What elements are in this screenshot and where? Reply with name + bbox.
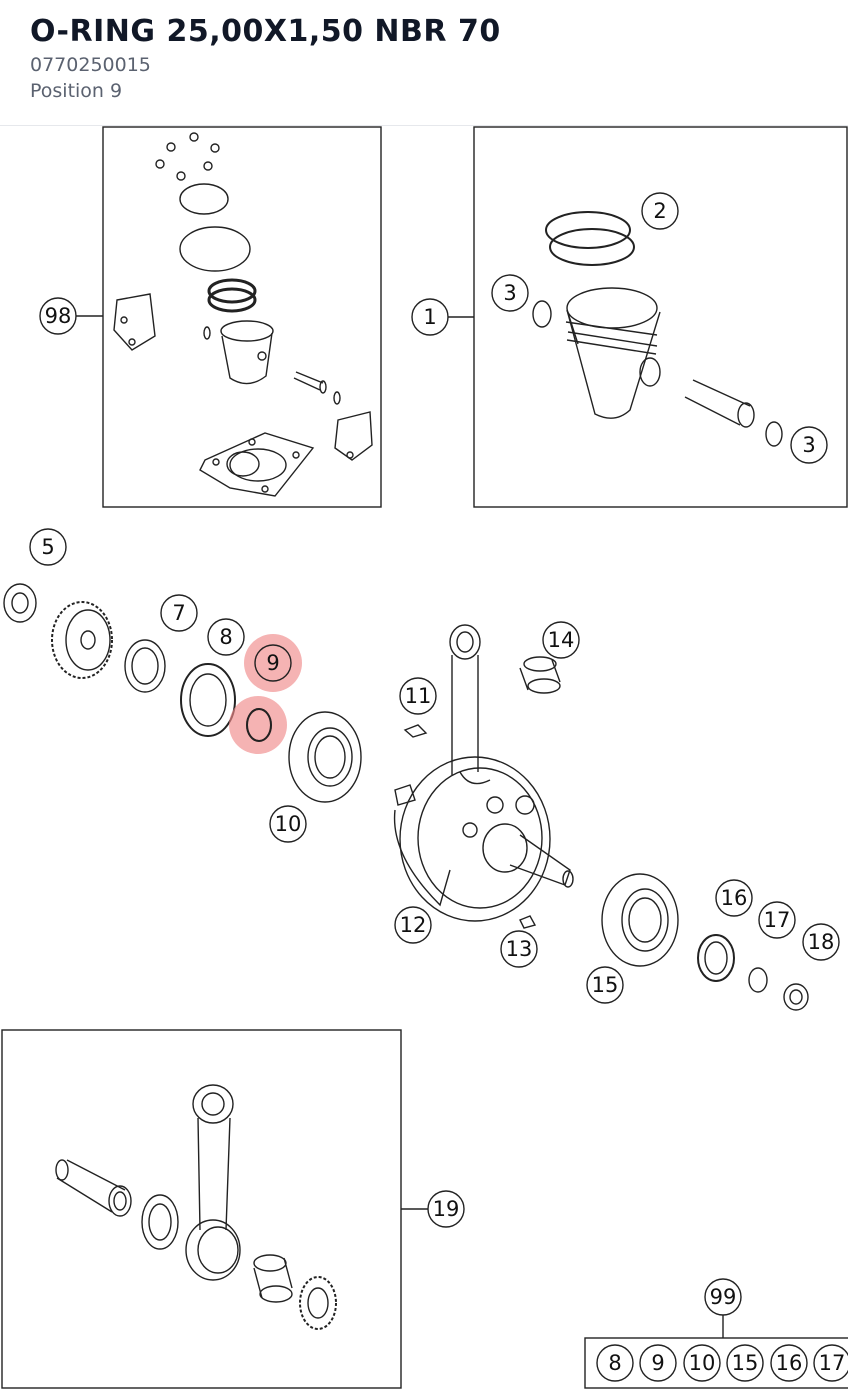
callout-15[interactable]: 15 <box>586 966 624 1004</box>
callout-5[interactable]: 5 <box>29 528 67 566</box>
part-title: O-RING 25,00X1,50 NBR 70 <box>30 14 501 49</box>
svg-text:3: 3 <box>802 433 815 457</box>
crank-right-parts <box>519 656 809 1011</box>
svg-text:9: 9 <box>266 651 279 675</box>
callout-8[interactable]: 8 <box>207 618 245 656</box>
conrod-kit-frame <box>1 1029 402 1389</box>
part-header: O-RING 25,00X1,50 NBR 70 0770250015 Posi… <box>0 0 848 126</box>
kit-99-frame <box>584 1337 848 1389</box>
svg-text:17: 17 <box>819 1351 846 1375</box>
callout-98[interactable]: 98 <box>39 297 77 335</box>
svg-text:19: 19 <box>433 1197 460 1221</box>
svg-text:10: 10 <box>689 1351 716 1375</box>
svg-text:5: 5 <box>41 535 54 559</box>
callout-18[interactable]: 18 <box>802 923 840 961</box>
part-position: Position 9 <box>30 80 123 102</box>
callout-7[interactable]: 7 <box>160 594 198 632</box>
crank-left-parts <box>3 583 428 803</box>
svg-text:16: 16 <box>776 1351 803 1375</box>
svg-text:1: 1 <box>423 305 436 329</box>
callout-14[interactable]: 14 <box>542 621 580 659</box>
svg-text:15: 15 <box>592 973 619 997</box>
svg-text:15: 15 <box>732 1351 759 1375</box>
svg-text:13: 13 <box>506 937 533 961</box>
kit-98-illustration <box>113 132 373 497</box>
callout-19[interactable]: 19 <box>427 1190 465 1228</box>
callout-99[interactable]: 99 <box>704 1278 742 1316</box>
highlight-position-9[interactable] <box>229 634 302 754</box>
callout-2[interactable]: 2 <box>641 192 679 230</box>
callout-10[interactable]: 10 <box>269 805 307 843</box>
callout-9[interactable]: 9 <box>254 644 292 682</box>
kit-99-item[interactable]: 17 <box>813 1344 848 1382</box>
kit-99-item[interactable]: 16 <box>770 1344 808 1382</box>
callout-11[interactable]: 11 <box>399 677 437 715</box>
conrod-illustration <box>55 1084 337 1330</box>
svg-text:10: 10 <box>275 812 302 836</box>
kit-99-item[interactable]: 15 <box>726 1344 764 1382</box>
svg-text:16: 16 <box>721 886 748 910</box>
svg-text:14: 14 <box>548 628 575 652</box>
kit-99-item[interactable]: 9 <box>639 1344 677 1382</box>
svg-text:8: 8 <box>219 625 232 649</box>
svg-text:3: 3 <box>503 281 516 305</box>
callout-17[interactable]: 17 <box>758 901 796 939</box>
callout-13[interactable]: 13 <box>500 930 538 968</box>
svg-text:17: 17 <box>764 908 791 932</box>
svg-text:99: 99 <box>710 1285 737 1309</box>
svg-text:11: 11 <box>405 684 432 708</box>
piston-illustration <box>532 211 783 447</box>
svg-text:2: 2 <box>653 199 666 223</box>
svg-text:98: 98 <box>45 304 72 328</box>
callout-16[interactable]: 16 <box>715 879 753 917</box>
svg-text:7: 7 <box>172 601 185 625</box>
svg-text:9: 9 <box>651 1351 664 1375</box>
callout-3-bottom[interactable]: 3 <box>790 426 828 464</box>
crankshaft <box>393 624 574 929</box>
kit-99-item[interactable]: 10 <box>683 1344 721 1382</box>
svg-text:12: 12 <box>400 913 427 937</box>
svg-text:18: 18 <box>808 930 835 954</box>
kit-98-frame <box>102 126 382 508</box>
svg-text:8: 8 <box>608 1351 621 1375</box>
kit-99-item[interactable]: 8 <box>596 1344 634 1382</box>
callout-12[interactable]: 12 <box>394 906 432 944</box>
callout-1[interactable]: 1 <box>411 298 449 336</box>
callout-3-top[interactable]: 3 <box>491 274 529 312</box>
part-number: 0770250015 <box>30 54 151 76</box>
